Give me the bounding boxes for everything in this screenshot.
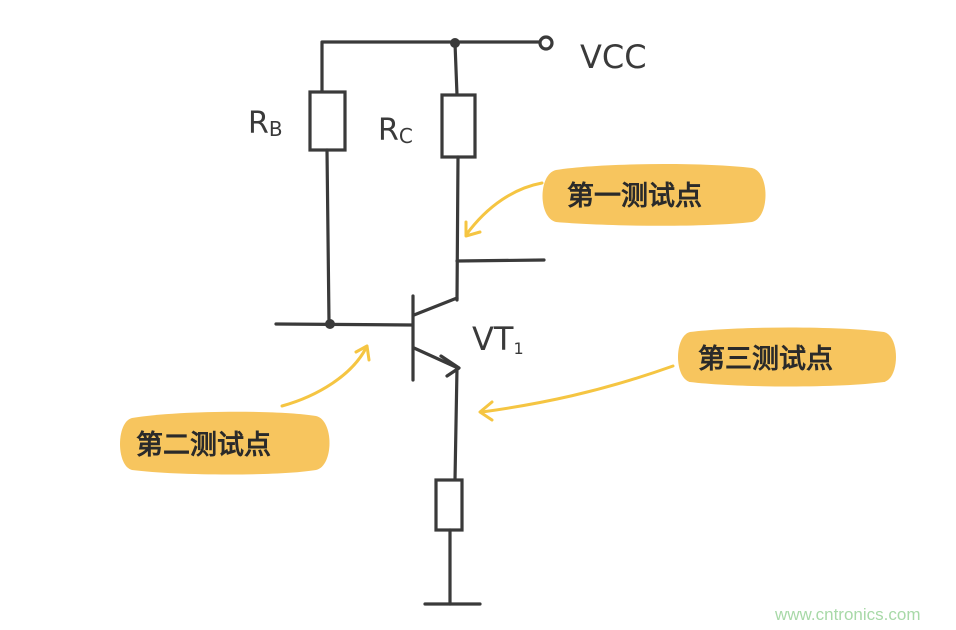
rb-lower-wire (325, 148, 331, 324)
test-point-2-arrowhead (354, 344, 371, 362)
emitter-arrow-icon (439, 354, 461, 378)
vt1-label: VT1 (472, 320, 524, 358)
test-point-3-highlight (678, 327, 896, 387)
rb-label: RB (248, 106, 283, 141)
vcc-label: VCC (580, 38, 647, 76)
transistor-collector-leg (412, 296, 459, 317)
test-point-3-arrow (480, 364, 675, 414)
rc-upper-wire (453, 41, 459, 97)
emitter-wire (453, 366, 459, 482)
test-point-2-label: 第二测试点 (136, 429, 271, 461)
rc-label: RC (378, 113, 413, 148)
base-junction-dot (325, 319, 335, 329)
collector-output-line (455, 258, 546, 263)
test-point-1-label: 第一测试点 (567, 180, 702, 212)
base-input-line (274, 322, 414, 327)
resistor-re (434, 478, 464, 532)
rc-lower-wire (455, 155, 460, 302)
test-point-1-arrowhead (464, 220, 482, 238)
resistor-rc (440, 93, 477, 159)
test-point-1-highlight (542, 164, 766, 226)
test-point-2-highlight (120, 411, 330, 475)
test-point-3-label: 第三测试点 (698, 343, 833, 375)
test-point-2-arrow (280, 346, 368, 408)
vcc-terminal (538, 35, 554, 51)
test-point-3-arrowhead (478, 400, 494, 422)
resistor-rb (308, 90, 347, 152)
transistor-emitter-leg (412, 346, 460, 370)
vcc-rail (320, 40, 542, 94)
test-point-1-arrow (464, 181, 544, 237)
watermark-text: www.cntronics.com (774, 605, 920, 624)
